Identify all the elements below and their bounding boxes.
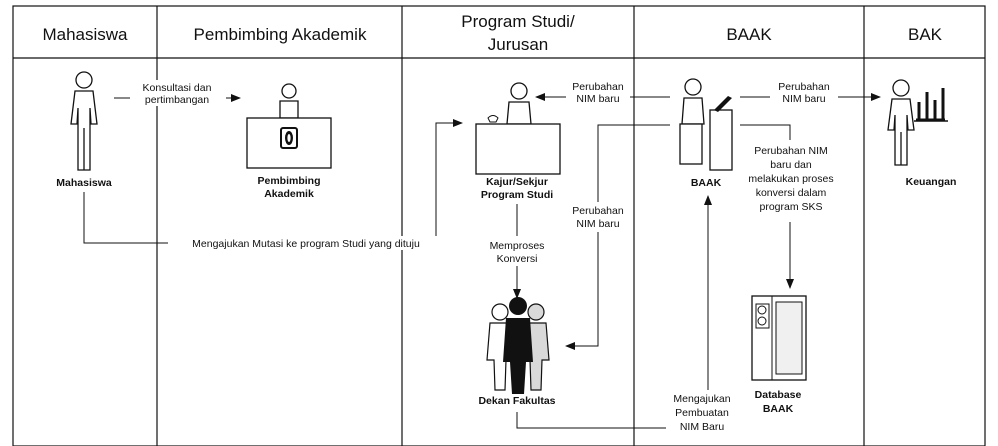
flow-label-memproses-2: Konversi: [497, 253, 538, 265]
flow-label-mengajukan-nim-1: Mengajukan: [673, 393, 730, 405]
flow-label-perubahan-dekan-2: NIM baru: [576, 218, 619, 230]
flow-label-perubahan-kajur-2: NIM baru: [576, 93, 619, 105]
lane-frame: [12, 5, 986, 446]
arrow-mengajukan-nim: [516, 195, 712, 429]
arrow-perubahan-dekan: [565, 124, 670, 350]
flow-label-proses-sks-1: Perubahan NIM: [754, 145, 828, 157]
flow-label-konsultasi-2: pertimbangan: [145, 94, 209, 106]
actor-label-mahasiswa: Mahasiswa: [56, 177, 112, 189]
actor-label-pa-line2: Akademik: [264, 188, 314, 200]
actor-label-dekan: Dekan Fakultas: [478, 395, 555, 407]
lane-title-pembimbing-akademik: Pembimbing Akademik: [194, 25, 367, 44]
lane-title-program-studi-line1: Program Studi/: [461, 12, 575, 31]
flow-label-proses-sks-2: baru dan: [770, 159, 812, 171]
flow-label-mengajukan-nim-2: Pembuatan: [675, 407, 729, 419]
flow-label-perubahan-dekan-1: Perubahan: [572, 205, 624, 217]
actor-label-keuangan: Keuangan: [906, 176, 957, 188]
arrow-proses-sks: [740, 124, 794, 289]
kajur-desk-icon: [475, 82, 561, 175]
actor-label-kajur-line1: Kajur/Sekjur: [486, 176, 548, 188]
actor-label-db-line2: BAAK: [763, 403, 794, 415]
student-figure-icon: [70, 71, 98, 171]
flow-label-mengajukan-nim-3: NIM Baru: [680, 421, 725, 433]
flow-label-perubahan-kajur-1: Perubahan: [572, 81, 624, 93]
flow-label-perubahan-bak-2: NIM baru: [782, 93, 825, 105]
flow-label-perubahan-bak-1: Perubahan: [778, 81, 830, 93]
advisor-desk-icon: [246, 83, 332, 169]
actor-label-pa-line1: Pembimbing: [257, 175, 320, 187]
flow-label-proses-sks-5: program SKS: [759, 201, 822, 213]
lane-title-baak: BAAK: [726, 25, 772, 44]
flow-label-proses-sks-4: konversi dalam: [756, 187, 827, 199]
lane-title-mahasiswa: Mahasiswa: [42, 25, 128, 44]
actor-label-baak: BAAK: [691, 177, 722, 189]
lane-title-bak: BAK: [908, 25, 943, 44]
flow-label-memproses-1: Memproses: [490, 240, 545, 252]
flow-label-proses-sks-3: melakukan proses: [748, 173, 833, 185]
dean-group-icon: [486, 297, 550, 394]
lane-title-program-studi-line2: Jurusan: [488, 35, 548, 54]
finance-staff-icon: [887, 79, 948, 166]
actor-label-db-line1: Database: [755, 389, 802, 401]
actor-label-kajur-line2: Program Studi: [481, 189, 553, 201]
flow-label-konsultasi-1: Konsultasi dan: [143, 82, 212, 94]
flow-label-mengajukan-mutasi: Mengajukan Mutasi ke program Studi yang …: [192, 238, 420, 250]
baak-staff-icon: [679, 78, 733, 171]
database-cabinet-icon: [751, 295, 807, 381]
